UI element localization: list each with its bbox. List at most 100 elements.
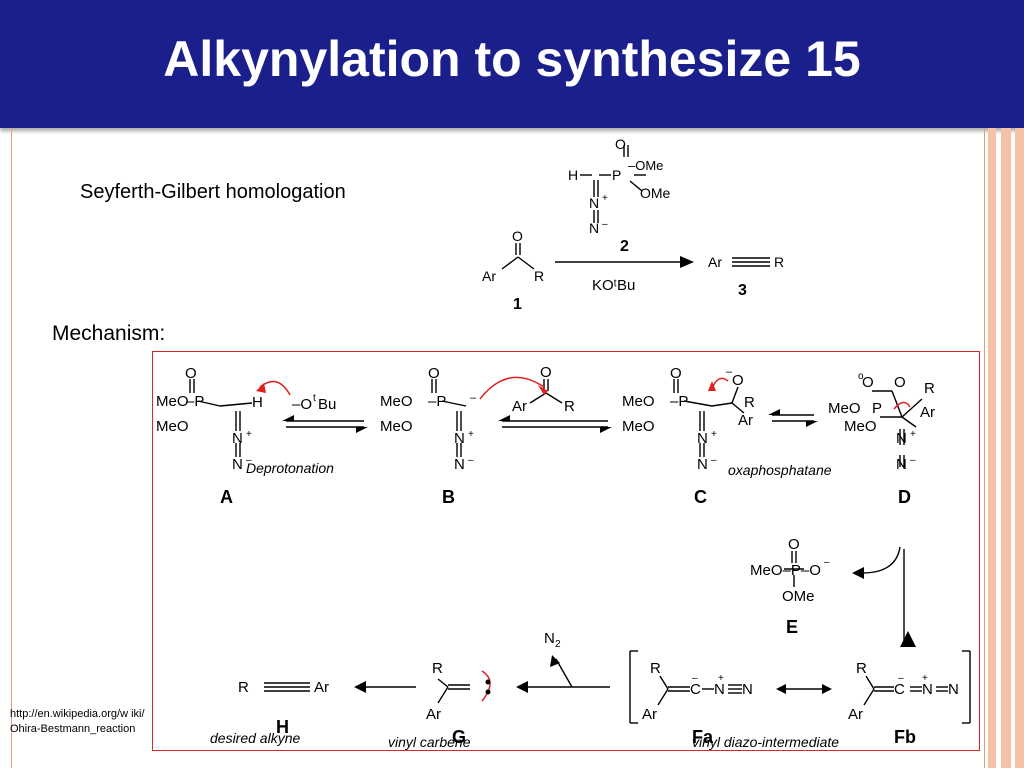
mechanism-label: Mechanism: (52, 322, 166, 345)
svg-text:–: – (692, 673, 698, 684)
decor-stripe (988, 128, 996, 768)
svg-text:R: R (774, 254, 784, 270)
svg-text:H: H (252, 394, 263, 411)
svg-text:+: + (711, 429, 717, 440)
compound-A: A (220, 487, 233, 507)
compound-G: G (452, 727, 466, 747)
svg-text:Ar: Ar (482, 268, 496, 284)
svg-text:N: N (948, 681, 959, 698)
svg-text:2: 2 (555, 639, 561, 650)
svg-text:–: – (711, 455, 717, 466)
svg-text:N: N (589, 195, 599, 211)
svg-text:N: N (697, 456, 708, 473)
label-deprotonation: Deprotonation (246, 460, 334, 476)
svg-text:N: N (232, 430, 243, 447)
svg-text:O: O (894, 374, 906, 391)
title-bar (0, 0, 1024, 128)
svg-text:MeO: MeO (156, 393, 189, 410)
svg-text:MeO–P–O: MeO–P–O (750, 562, 821, 579)
citation-text: http://en.wikipedia.org/w iki/Ohira-Best… (10, 708, 145, 735)
svg-text:t: t (313, 393, 316, 404)
svg-text:O: O (540, 364, 552, 381)
svg-text:O: O (732, 372, 744, 389)
svg-text:–: – (824, 557, 830, 568)
svg-text:C: C (690, 681, 701, 698)
subtitle: Seyferth-Gilbert homologation (80, 181, 346, 203)
slide-title: Alkynylation to synthesize 15 (163, 31, 861, 87)
svg-text:Ar: Ar (314, 679, 329, 696)
svg-text:N: N (714, 681, 725, 698)
label-desired-alkyne: desired alkyne (210, 730, 300, 746)
svg-text:N: N (742, 681, 753, 698)
svg-text:–: – (910, 455, 916, 466)
svg-text:–OMe: –OMe (628, 158, 663, 173)
svg-text:O: O (512, 228, 523, 244)
svg-text:N: N (454, 456, 465, 473)
svg-text:+: + (602, 193, 608, 204)
svg-text:MeO: MeO (622, 418, 655, 435)
svg-text:O: O (670, 365, 682, 382)
svg-text:N: N (454, 430, 465, 447)
svg-text:N: N (896, 430, 907, 447)
svg-text:O: O (788, 536, 800, 553)
reaction-scheme: O H P –OMe OMe N + N – O Ar R Ar R 2 1 3… (482, 136, 784, 313)
mechanism-frame (152, 351, 980, 751)
svg-text:P: P (872, 400, 882, 417)
svg-text:–: – (470, 392, 477, 404)
svg-text:+: + (910, 429, 916, 440)
svg-text:R: R (534, 268, 544, 284)
svg-text:O: O (862, 374, 874, 391)
svg-text:R: R (744, 394, 755, 411)
svg-text:Ar: Ar (642, 706, 657, 723)
svg-text:R: R (432, 660, 443, 677)
svg-text:–P: –P (428, 393, 446, 410)
svg-text:Ar: Ar (512, 398, 527, 415)
svg-text:MeO: MeO (844, 418, 877, 435)
svg-text:O: O (428, 365, 440, 382)
svg-text:–: – (726, 366, 733, 378)
svg-text:Ar: Ar (708, 254, 722, 270)
svg-text:R: R (650, 660, 661, 677)
label-vinyl-carbene: vinyl carbene (388, 734, 471, 750)
svg-text:Ar: Ar (738, 412, 753, 429)
compound-Fa: Fa (692, 727, 714, 747)
svg-text:Ar: Ar (920, 404, 935, 421)
svg-text:N: N (697, 430, 708, 447)
svg-text:–P: –P (186, 393, 204, 410)
svg-text:MeO: MeO (380, 393, 413, 410)
svg-text:O: O (185, 365, 197, 382)
svg-text:–: – (468, 455, 474, 466)
svg-text:–: – (898, 673, 904, 684)
svg-text:R: R (564, 398, 575, 415)
reagent-label: 2 (620, 238, 629, 255)
label-vinyl-diazo: vinyl diazo-intermediate (692, 734, 839, 750)
decor-stripe (1015, 128, 1024, 768)
compound-Fb: Fb (894, 727, 916, 747)
compound-H: H (276, 717, 289, 737)
compound-E: E (786, 617, 798, 637)
svg-text:N: N (922, 681, 933, 698)
svg-text:R: R (856, 660, 867, 677)
svg-text:Ar: Ar (426, 706, 441, 723)
product-label: 3 (738, 282, 747, 299)
svg-text:OMe: OMe (640, 185, 671, 201)
svg-text:o: o (858, 371, 864, 382)
svg-text:+: + (922, 673, 928, 684)
svg-text:R: R (924, 380, 935, 397)
svg-text:R: R (238, 679, 249, 696)
decor-stripe (1001, 128, 1011, 768)
compound-D: D (898, 487, 911, 507)
substrate-label: 1 (513, 296, 522, 313)
svg-text:MeO: MeO (828, 400, 861, 417)
svg-text:N: N (544, 630, 555, 647)
svg-text:Bu: Bu (318, 396, 336, 413)
compound-C: C (694, 487, 707, 507)
svg-text:Ar: Ar (848, 706, 863, 723)
decor-line (11, 128, 12, 768)
svg-text:+: + (468, 429, 474, 440)
svg-text:C: C (894, 681, 905, 698)
svg-text:P: P (612, 167, 621, 183)
svg-text:OMe: OMe (782, 588, 815, 605)
svg-text:MeO: MeO (156, 418, 189, 435)
